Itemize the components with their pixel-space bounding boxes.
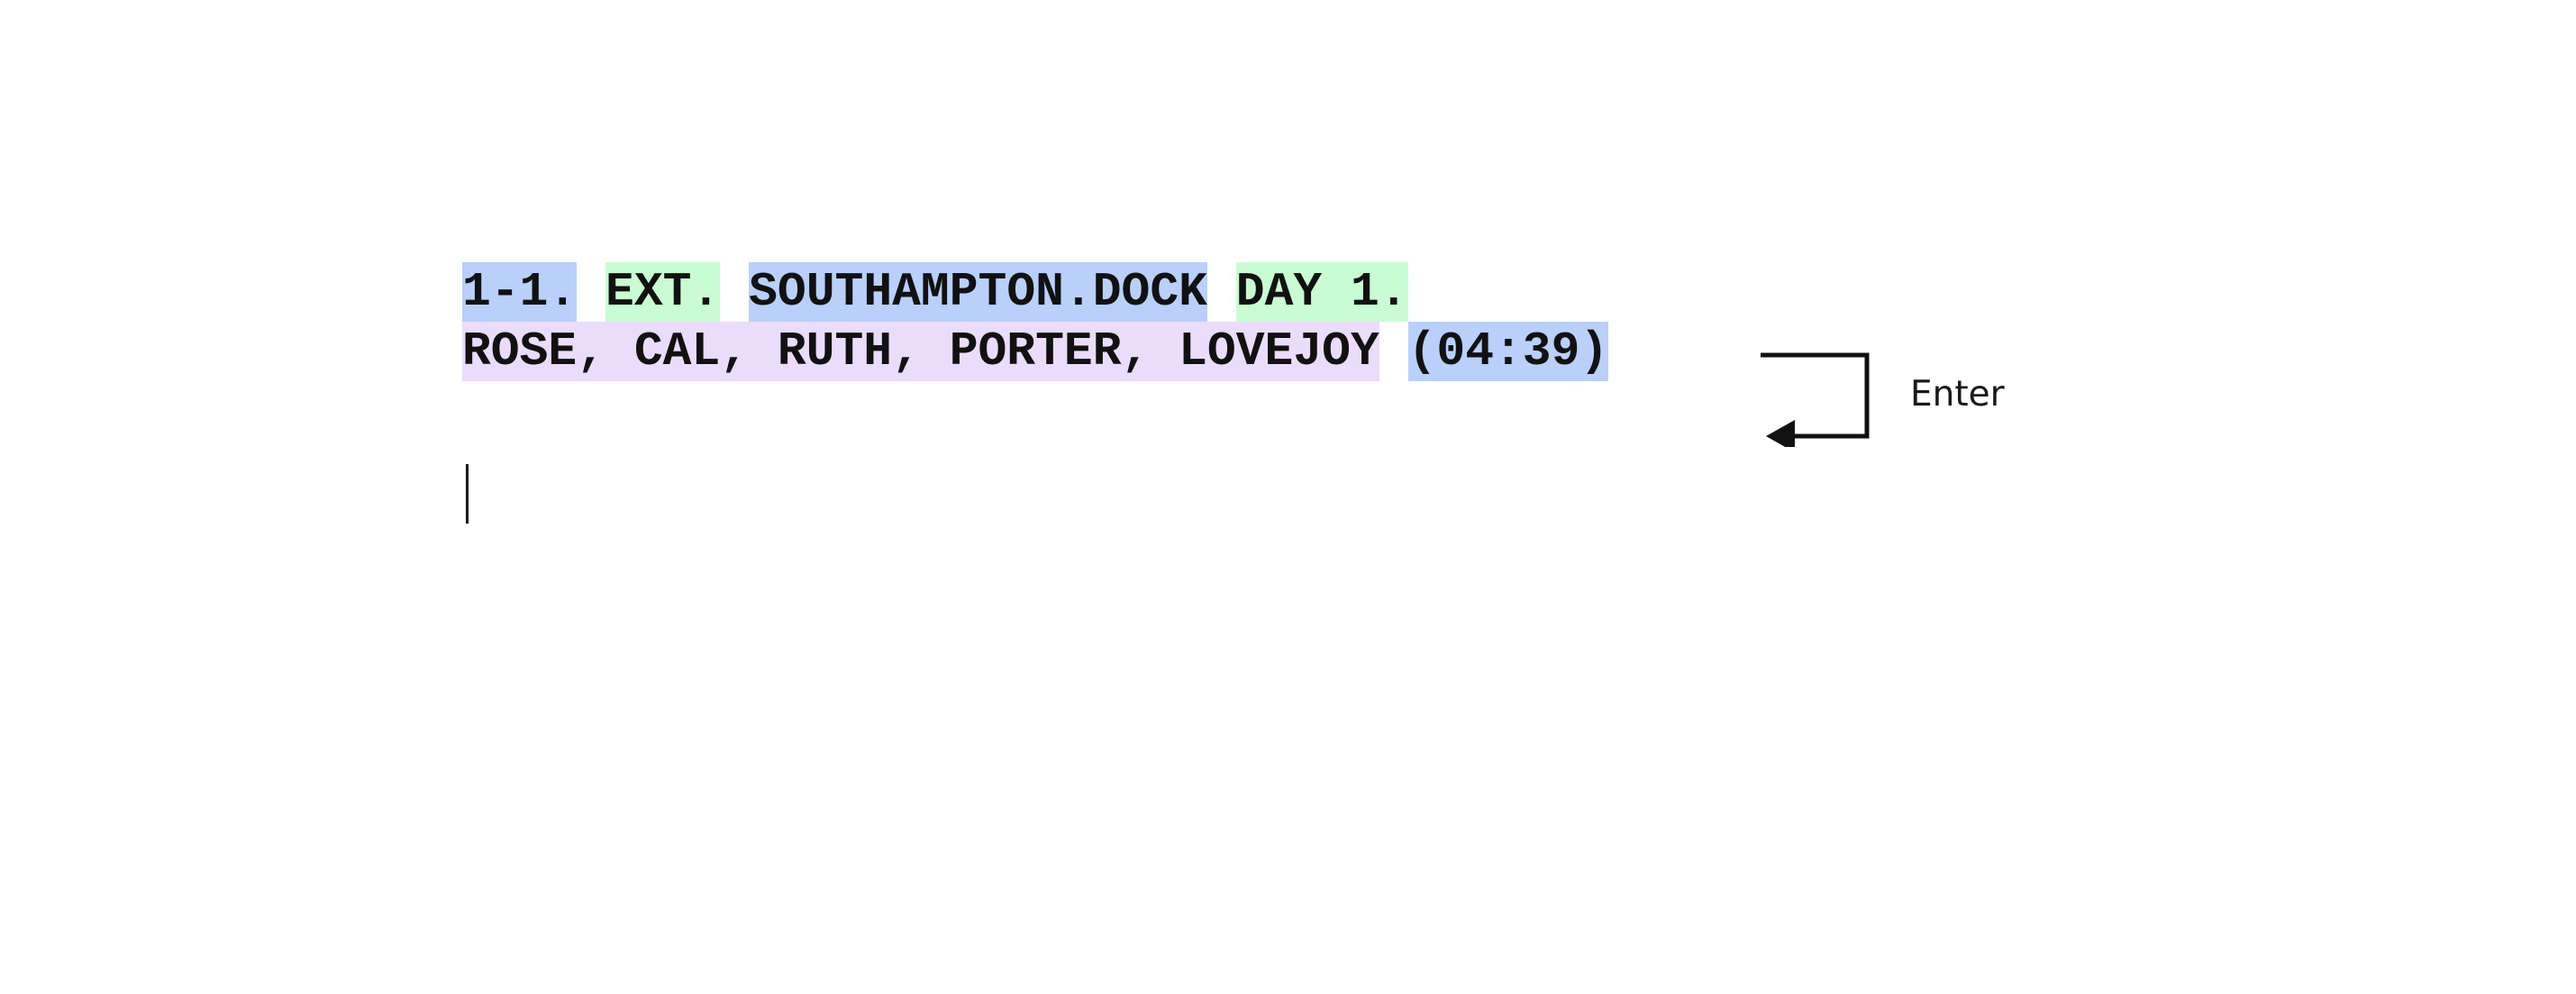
scene-characters: ROSE, CAL, RUTH, PORTER, LOVEJOY xyxy=(462,322,1379,381)
return-arrow-icon xyxy=(1761,352,1870,447)
enter-key-label: Enter xyxy=(1910,374,2005,415)
text-caret xyxy=(466,464,469,524)
int-ext-label: EXT. xyxy=(605,262,721,322)
scene-heading-line[interactable]: 1-1. EXT. SOUTHAMPTON.DOCK DAY 1. xyxy=(462,262,1408,322)
scene-number: 1-1. xyxy=(462,262,578,322)
characters-line[interactable]: ROSE, CAL, RUTH, PORTER, LOVEJOY (04:39) xyxy=(462,322,1609,381)
scene-time: DAY 1. xyxy=(1235,262,1408,322)
scene-location: SOUTHAMPTON.DOCK xyxy=(749,262,1207,322)
scene-duration: (04:39) xyxy=(1407,322,1609,381)
